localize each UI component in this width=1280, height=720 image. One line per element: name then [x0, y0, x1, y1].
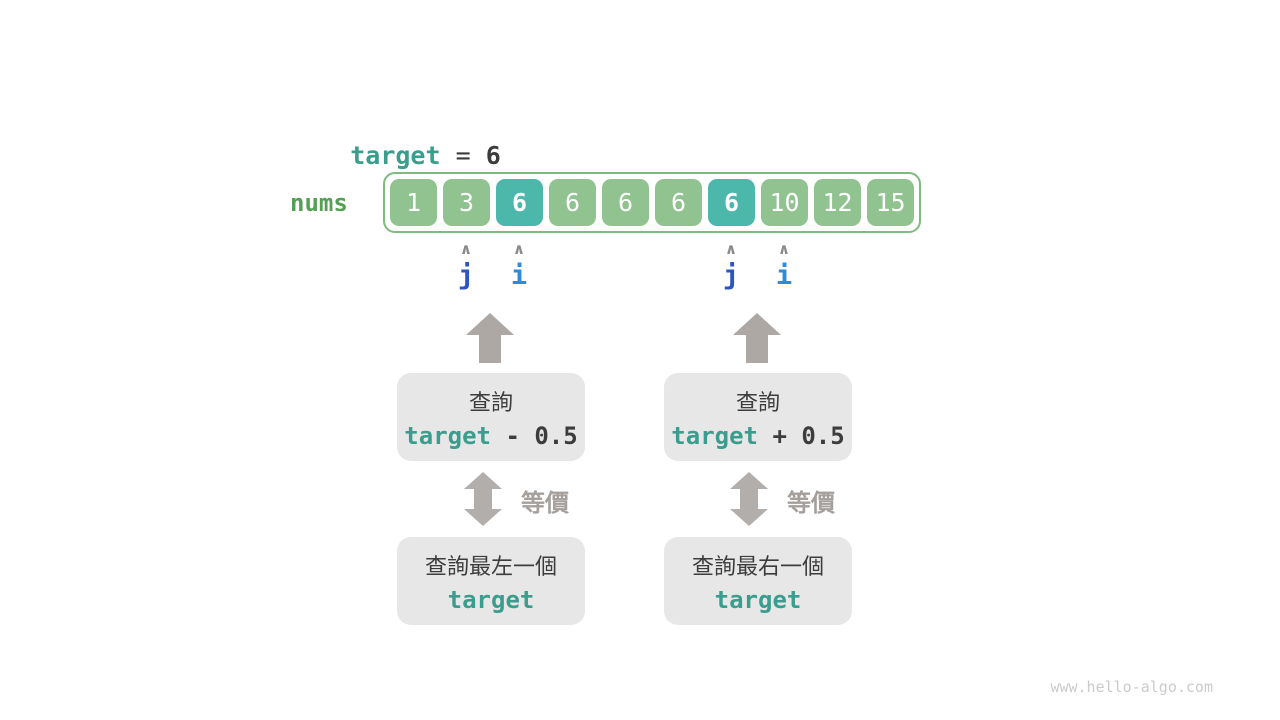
watermark: www.hello-algo.com: [1050, 678, 1213, 696]
query-box-right: 查詢 target + 0.5: [664, 373, 852, 461]
double-arrow-vertical-icon: [464, 472, 502, 526]
result-title: 查詢最左一個: [424, 553, 557, 579]
array-cell: 10: [761, 179, 808, 226]
equivalence-label-right: 等價: [787, 490, 835, 517]
array-cell: 6: [602, 179, 649, 226]
arrow-up-icon: [733, 313, 781, 363]
result-box-right: 查詢最右一個 target: [664, 537, 852, 625]
pointer-j-left: j: [457, 260, 475, 291]
query-expression: target - 0.5: [404, 422, 577, 450]
result-title: 查詢最右一個: [691, 553, 824, 579]
result-variable: target: [447, 585, 535, 614]
array-cell: 6: [708, 179, 755, 226]
caret-up-icon: ∧: [459, 240, 473, 258]
array-cell: 12: [814, 179, 861, 226]
expr-variable: target: [671, 421, 758, 450]
array-label: nums: [290, 189, 348, 217]
query-title: 查詢: [735, 389, 780, 415]
target-variable: target: [350, 141, 441, 170]
query-box-left: 查詢 target - 0.5: [397, 373, 585, 461]
array-cell: 3: [443, 179, 490, 226]
pointer-j-right: j: [722, 260, 740, 291]
array-cell: 6: [549, 179, 596, 226]
array-cell: 15: [867, 179, 914, 226]
result-variable: target: [714, 585, 802, 614]
target-assignment: target = 6: [290, 112, 501, 199]
equals-sign: =: [440, 141, 486, 170]
double-arrow-vertical-icon: [730, 472, 768, 526]
expr-operator: + 0.5: [758, 421, 845, 450]
pointer-i-left: i: [510, 260, 528, 291]
caret-up-icon: ∧: [777, 240, 791, 258]
caret-up-icon: ∧: [512, 240, 526, 258]
array-cell: 1: [390, 179, 437, 226]
nums-array: 1 3 6 6 6 6 6 10 12 15: [383, 172, 921, 233]
caret-up-icon: ∧: [724, 240, 738, 258]
array-cell: 6: [655, 179, 702, 226]
query-title: 查詢: [468, 389, 513, 415]
result-box-left: 查詢最左一個 target: [397, 537, 585, 625]
array-cell: 6: [496, 179, 543, 226]
arrow-up-icon: [466, 313, 514, 363]
pointer-i-right: i: [775, 260, 793, 291]
expr-operator: - 0.5: [491, 421, 578, 450]
expr-variable: target: [404, 421, 491, 450]
query-expression: target + 0.5: [671, 422, 844, 450]
target-value: 6: [485, 141, 501, 170]
equivalence-label-left: 等價: [521, 490, 569, 517]
